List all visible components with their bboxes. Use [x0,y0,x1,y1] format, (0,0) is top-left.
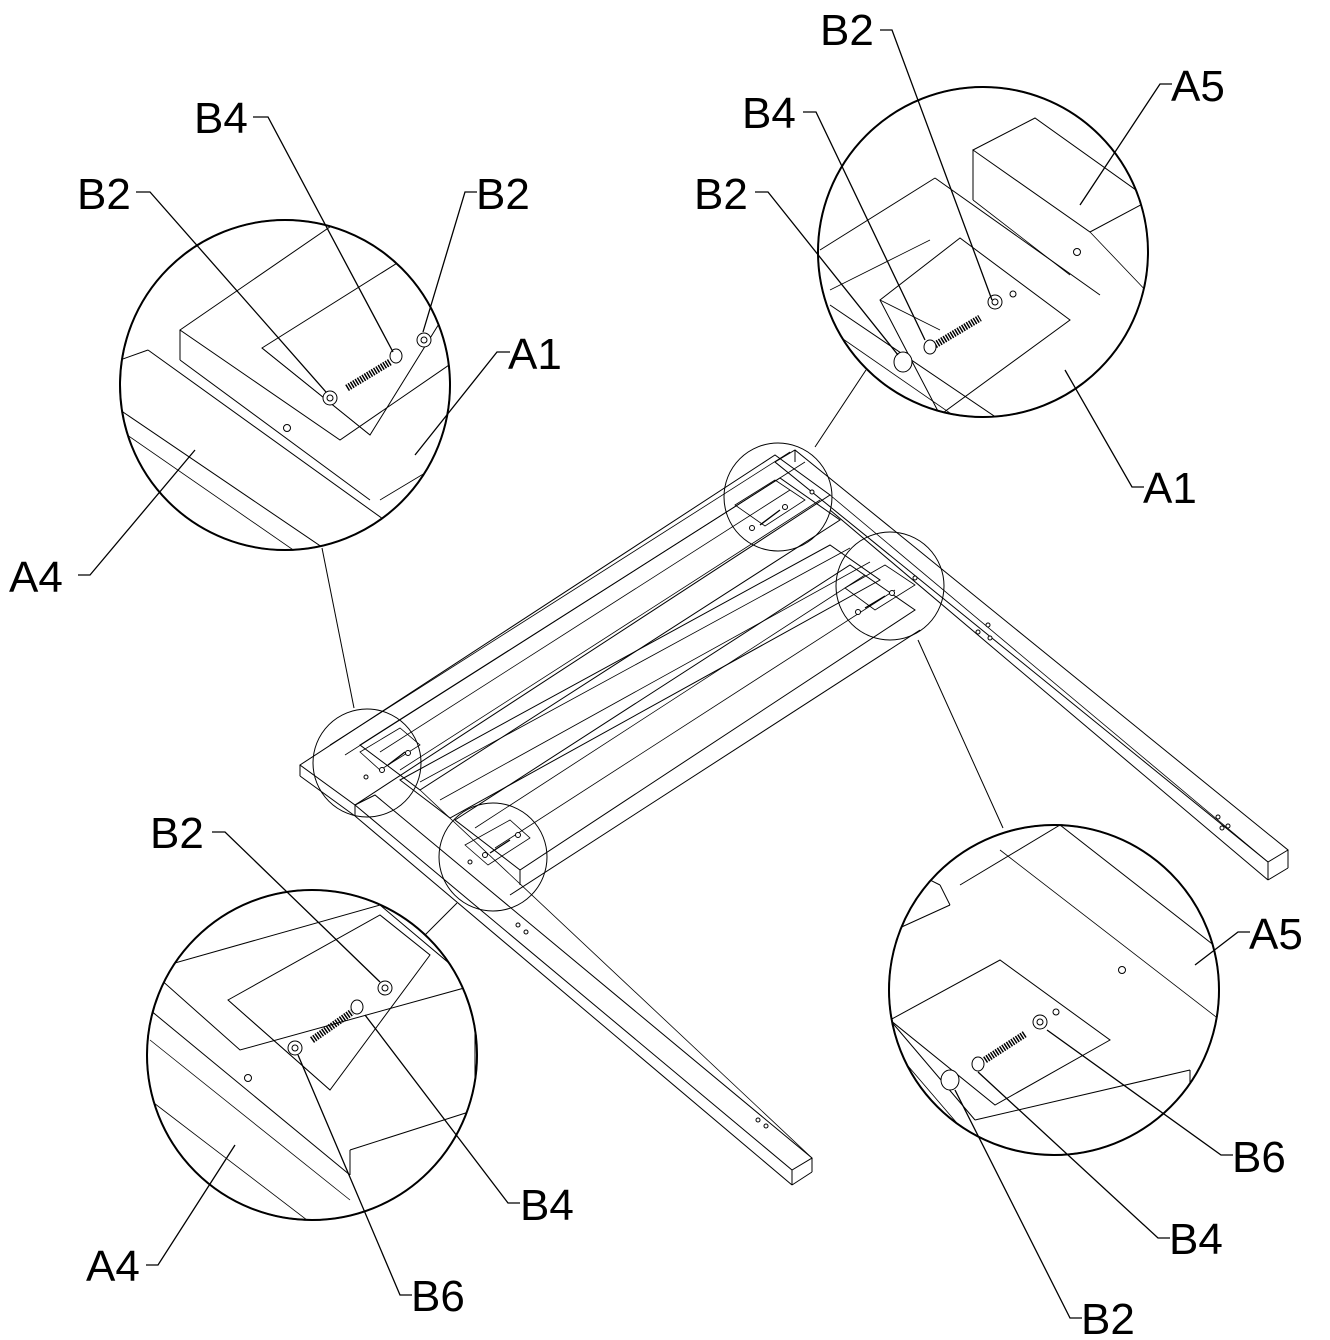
zoom-circle-top-left [119,219,451,551]
zoom-circle-bottom-left [146,889,478,1221]
label-bl-a4: A4 [86,1242,140,1291]
label-br-a5: A5 [1249,910,1303,959]
label-tl-b2-left: B2 [77,170,131,219]
zoom-connectors [321,369,1004,936]
label-bl-b4: B4 [520,1181,574,1230]
label-tr-b2-top: B2 [820,6,874,55]
label-br-b6: B6 [1232,1133,1286,1182]
detail-circle-right [835,531,945,641]
label-tl-a4: A4 [9,553,63,602]
label-br-b2: B2 [1081,1295,1135,1340]
label-tr-a1: A1 [1143,464,1197,513]
callout-labels: B4 B2 B2 A1 A4 B2 B4 B2 A5 A1 B2 A4 B4 B… [9,6,1303,1340]
frame-detail-circles [312,442,945,912]
zoom-circle-top-right [817,86,1149,418]
label-tl-a1: A1 [508,330,562,379]
label-tr-b4: B4 [742,89,796,138]
frame-inner-bar-1 [359,477,841,791]
main-frame [299,449,1289,1186]
frame-middle-bar [399,544,881,819]
leader-lines [78,29,1250,1319]
zoom-circle-bottom-right [888,824,1220,1156]
detail-circle-left [312,708,422,818]
frame-inner-bar-2 [454,564,921,896]
label-tr-b2-left: B2 [694,170,748,219]
label-tl-b2-right: B2 [476,170,530,219]
label-tr-a5: A5 [1171,62,1225,111]
frame-right-leg [774,449,1289,881]
detail-circle-bottom [438,802,548,912]
label-bl-b6: B6 [411,1272,465,1321]
label-br-b4: B4 [1169,1215,1223,1264]
label-bl-b2: B2 [150,809,204,858]
frame-left-leg [354,774,813,1186]
label-tl-b4: B4 [194,94,248,143]
detail-circle-top [723,442,833,552]
